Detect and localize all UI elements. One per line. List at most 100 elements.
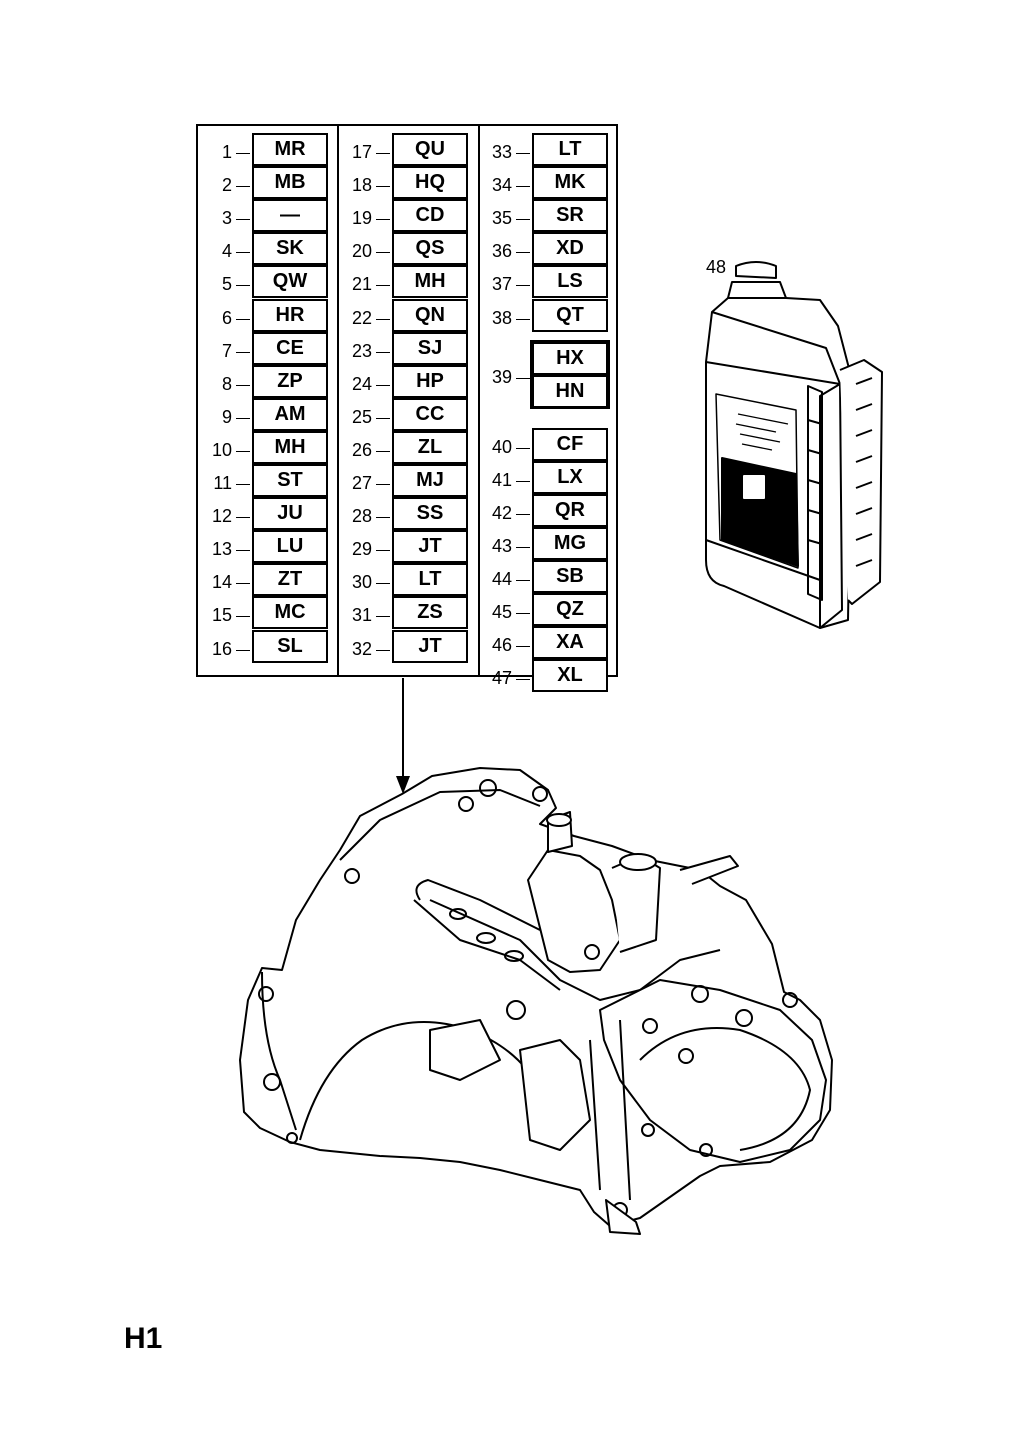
oil-bottle-icon	[705, 261, 883, 629]
column-divider	[337, 126, 339, 675]
code-box-32: JT	[392, 629, 468, 663]
part-number-32: 32	[351, 638, 372, 659]
part-number-47: 47	[491, 668, 512, 689]
part-number-13: 13	[211, 539, 232, 560]
code-box-7: CE	[252, 331, 328, 365]
code-box-2: MB	[252, 166, 328, 200]
callout-48: 48	[706, 257, 727, 277]
code-group-frame	[530, 339, 610, 409]
part-number-19: 19	[351, 208, 372, 229]
leader-line	[376, 616, 390, 618]
part-number-43: 43	[491, 535, 512, 556]
part-number-9: 9	[221, 406, 232, 427]
leader-line	[376, 351, 390, 353]
code-box-44: SB	[532, 559, 608, 593]
code-box-21: MH	[392, 265, 468, 299]
part-number-27: 27	[351, 473, 372, 493]
code-box-12: JU	[252, 497, 328, 531]
leader-line	[236, 583, 250, 585]
leader-line	[516, 285, 530, 287]
leader-line	[516, 546, 530, 548]
leader-line	[236, 450, 250, 452]
part-number-33: 33	[491, 142, 512, 162]
part-number-42: 42	[491, 502, 512, 523]
page-label: H1	[124, 1322, 163, 1355]
leader-line	[516, 447, 530, 449]
pointer-arrow	[396, 678, 410, 794]
part-number-41: 41	[491, 469, 512, 490]
part-number-11: 11	[213, 473, 232, 493]
code-box-17: QU	[392, 133, 468, 166]
code-box-4: SK	[252, 232, 328, 266]
part-number-45: 45	[491, 602, 512, 623]
leader-line	[236, 649, 250, 651]
part-number-5: 5	[221, 274, 232, 295]
leader-line	[236, 285, 250, 287]
leader-line	[236, 517, 250, 519]
code-box-31: ZS	[392, 596, 468, 630]
leader-line	[236, 318, 250, 320]
code-box-13: LU	[252, 530, 328, 564]
part-number-6: 6	[221, 307, 232, 328]
part-number-21: 21	[351, 274, 372, 295]
leader-line	[236, 417, 250, 419]
leader-line	[236, 186, 250, 188]
column-divider	[478, 126, 480, 675]
part-number-23: 23	[351, 340, 372, 361]
code-box-40: CF	[532, 427, 608, 461]
leader-line	[516, 318, 530, 320]
part-number-18: 18	[351, 175, 372, 196]
code-box-37: LS	[532, 265, 608, 299]
part-number-46: 46	[491, 635, 512, 656]
leader-line	[516, 480, 530, 482]
code-box-28: SS	[392, 497, 468, 531]
leader-line	[516, 679, 530, 681]
part-number-28: 28	[351, 506, 372, 527]
leader-line	[236, 252, 250, 254]
code-box-9: AM	[252, 397, 328, 431]
leader-line	[376, 153, 390, 154]
code-box-8: ZP	[252, 364, 328, 398]
leader-line	[376, 219, 390, 221]
part-number-12: 12	[211, 506, 232, 527]
part-number-17: 17	[351, 142, 372, 162]
leader-line	[516, 646, 530, 648]
leader-line	[236, 219, 250, 221]
part-number-7: 7	[221, 340, 232, 361]
leader-line	[376, 318, 390, 320]
gearbox-icon	[239, 767, 833, 1235]
part-number-8: 8	[221, 373, 232, 394]
leader-line	[236, 616, 250, 618]
leader-line	[516, 219, 530, 221]
leader-line	[516, 613, 530, 615]
part-number-10: 10	[211, 439, 232, 460]
part-number-44: 44	[491, 568, 512, 589]
part-number-3: 3	[221, 208, 232, 229]
part-number-26: 26	[351, 439, 372, 460]
code-box-20: QS	[392, 232, 468, 266]
code-box-39-1: HX	[532, 341, 608, 375]
code-box-18: HQ	[392, 166, 468, 200]
code-box-47: XL	[532, 659, 608, 693]
code-box-45: QZ	[532, 593, 608, 627]
part-number-24: 24	[351, 373, 372, 394]
code-box-14: ZT	[252, 563, 328, 597]
leader-line	[516, 186, 530, 188]
part-number-15: 15	[211, 605, 232, 626]
part-number-16: 16	[211, 638, 232, 659]
part-number-25: 25	[351, 406, 372, 427]
leader-line	[236, 153, 250, 154]
leader-line	[376, 450, 390, 452]
code-box-46: XA	[532, 626, 608, 660]
part-number-29: 29	[351, 539, 372, 560]
leader-line	[376, 384, 390, 386]
leader-line	[376, 517, 390, 519]
code-box-41: LX	[532, 460, 608, 494]
leader-line	[236, 484, 250, 485]
code-box-36: XD	[532, 232, 608, 266]
leader-line	[376, 550, 390, 552]
leader-line	[376, 285, 390, 287]
part-number-31: 31	[351, 605, 372, 626]
code-box-27: MJ	[392, 464, 468, 497]
leader-line	[516, 252, 530, 254]
